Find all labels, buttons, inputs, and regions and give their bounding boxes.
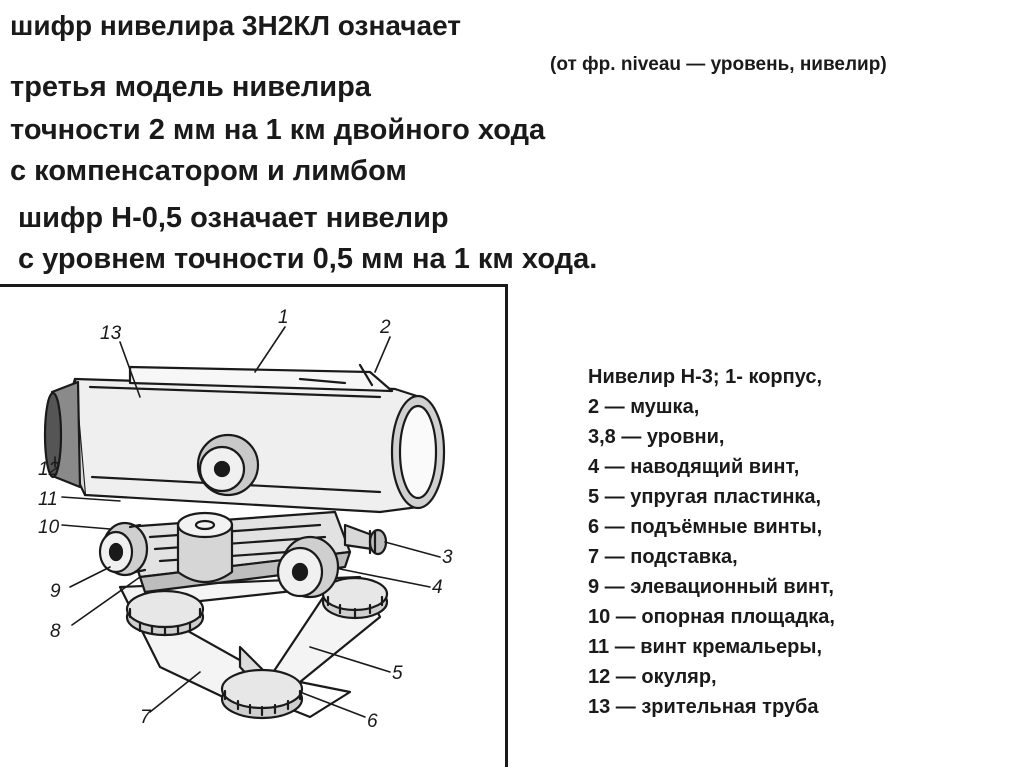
title-line-6: с уровнем точности 0,5 мм на 1 км хода. bbox=[18, 243, 598, 275]
callout-3: 3 bbox=[442, 547, 453, 568]
legend-item: 2 — мушка, bbox=[588, 396, 700, 418]
title-line-4: с компенсатором и лимбом bbox=[10, 155, 407, 187]
callout-8: 8 bbox=[50, 621, 61, 642]
callout-5: 5 bbox=[392, 663, 403, 684]
title-line-3: точности 2 мм на 1 км двойного хода bbox=[10, 114, 546, 146]
foot-screw-right bbox=[321, 576, 389, 620]
legend-item: 13 — зрительная труба bbox=[588, 696, 819, 718]
callout-13: 13 bbox=[100, 323, 122, 344]
callout-4: 4 bbox=[432, 577, 443, 598]
callout-1: 1 bbox=[278, 307, 289, 328]
foot-screw-left bbox=[125, 589, 205, 637]
objective-lens bbox=[390, 394, 446, 510]
callout-9: 9 bbox=[50, 581, 61, 602]
callout-7: 7 bbox=[140, 707, 152, 728]
legend-item: 7 — подставка, bbox=[588, 546, 738, 568]
focus-knob-3 bbox=[343, 523, 388, 556]
title-line-2: третья модель нивелира bbox=[10, 71, 371, 103]
etymology-note: (от фр. niveau — уровень, нивелир) bbox=[550, 54, 887, 75]
legend-item: 3,8 — уровни, bbox=[588, 426, 725, 448]
elevation-screw bbox=[98, 521, 149, 577]
level-drawing-frame: 1 2 3 4 5 6 7 8 9 10 11 12 13 bbox=[0, 284, 508, 767]
leader-lines bbox=[54, 326, 441, 718]
tangent-screw bbox=[276, 535, 340, 599]
circular-level bbox=[176, 511, 234, 584]
callout-11: 11 bbox=[38, 489, 58, 510]
callout-10: 10 bbox=[38, 517, 60, 538]
title-line-5: шифр Н-0,5 означает нивелир bbox=[18, 202, 449, 234]
callout-6: 6 bbox=[367, 711, 378, 732]
foot-screw-front bbox=[220, 668, 304, 720]
legend-item: 12 — окуляр, bbox=[588, 666, 717, 688]
eyepiece bbox=[43, 380, 82, 489]
level-instrument-drawing: 1 2 3 4 5 6 7 8 9 10 11 12 13 bbox=[38, 307, 453, 732]
legend-item: 10 — опорная площадка, bbox=[588, 606, 835, 628]
legend-item: 4 — наводящий винт, bbox=[588, 456, 800, 478]
parts-legend: Нивелир Н-3; 1- корпус, 2 — мушка, 3,8 —… bbox=[588, 366, 835, 726]
legend-item: 11 — винт кремальеры, bbox=[588, 636, 822, 658]
title-line-1: шифр нивелира 3Н2КЛ означает bbox=[10, 10, 461, 41]
legend-item: 6 — подъёмные винты, bbox=[588, 516, 823, 538]
callout-12: 12 bbox=[38, 459, 60, 480]
legend-item: Нивелир Н-3; 1- корпус, bbox=[588, 366, 823, 388]
callout-2: 2 bbox=[379, 317, 391, 338]
legend-item: 5 — упругая пластинка, bbox=[588, 486, 822, 508]
focusing-knob bbox=[196, 433, 260, 497]
legend-item: 9 — элевационный винт, bbox=[588, 576, 834, 598]
